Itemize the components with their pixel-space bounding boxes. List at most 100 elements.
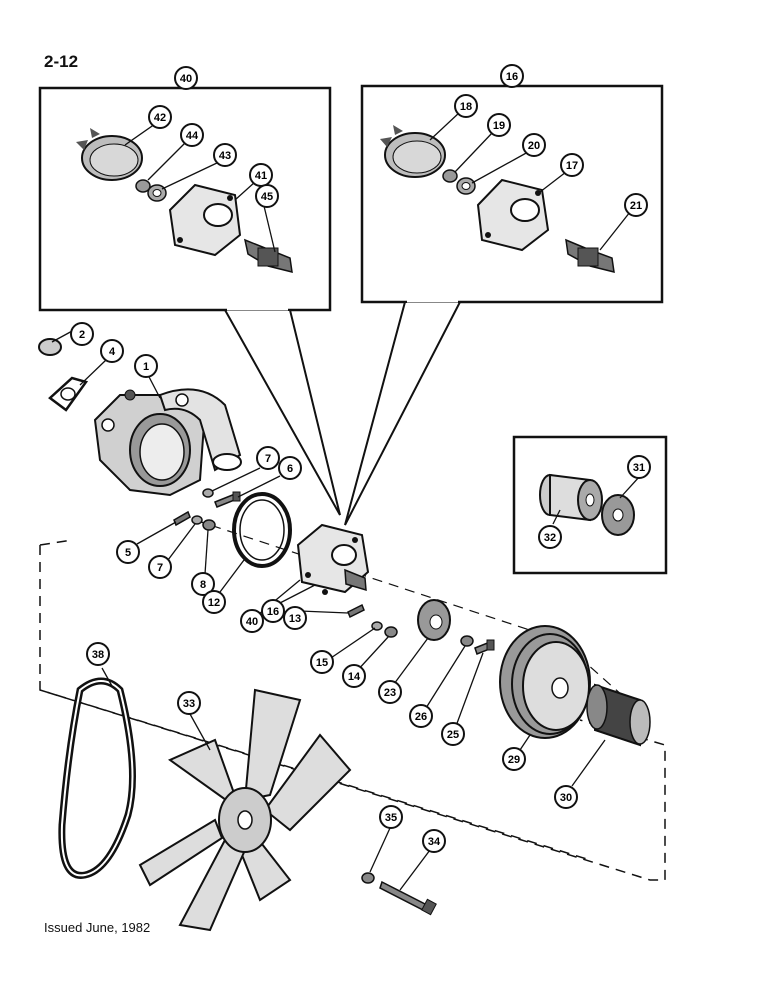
callout-23: 23 [378, 680, 402, 704]
page-number: 2-12 [44, 52, 79, 71]
washer-part-35 [361, 872, 375, 884]
callout-7-upper: 7 [256, 446, 280, 470]
adapter-part-31 [601, 494, 635, 536]
stud-part-13 [347, 603, 365, 619]
callout-15: 15 [310, 650, 334, 674]
svg-text:21: 21 [630, 200, 642, 212]
callout-17: 17 [560, 153, 584, 177]
svg-text:40: 40 [180, 73, 192, 85]
svg-text:26: 26 [415, 711, 427, 723]
seal-part-19 [442, 169, 458, 183]
svg-text:15: 15 [316, 657, 328, 669]
fan-belt-part-38 [58, 677, 136, 879]
svg-text:17: 17 [566, 160, 578, 172]
callout-21: 21 [624, 193, 648, 217]
callout-6: 6 [278, 456, 302, 480]
shaft-part-45 [243, 238, 293, 273]
callout-18: 18 [454, 94, 478, 118]
detail-box-16 [344, 84, 664, 526]
callout-33: 33 [177, 691, 201, 715]
pump-body-part-17 [476, 178, 550, 252]
svg-text:44: 44 [186, 130, 199, 142]
svg-text:40: 40 [246, 616, 258, 628]
callout-19: 19 [487, 113, 511, 137]
svg-text:19: 19 [493, 120, 505, 132]
bolt-part-34 [379, 880, 437, 916]
gasket-part-4 [48, 376, 89, 412]
svg-text:6: 6 [287, 463, 293, 475]
svg-text:7: 7 [157, 562, 163, 574]
callout-leaders [51, 111, 641, 891]
callout-34: 34 [422, 829, 446, 853]
washer-part-26 [460, 635, 474, 647]
svg-text:16: 16 [506, 71, 518, 83]
issued-date-footer: Issued June, 1982 [44, 920, 151, 935]
svg-text:13: 13 [289, 613, 301, 625]
svg-text:12: 12 [208, 597, 220, 609]
svg-text:8: 8 [200, 579, 206, 591]
svg-text:35: 35 [385, 812, 397, 824]
callout-25: 25 [441, 722, 465, 746]
callout-45: 45 [255, 184, 279, 208]
svg-text:20: 20 [528, 140, 540, 152]
bolt-part-25 [474, 639, 495, 655]
callout-44: 44 [180, 123, 204, 147]
callout-13: 13 [283, 606, 307, 630]
plug-part-2 [38, 338, 62, 356]
callout-41: 41 [249, 163, 273, 187]
callout-14: 14 [342, 664, 366, 688]
spacer-part-32 [539, 473, 603, 522]
water-pump-part-40-16 [296, 523, 370, 595]
nut-part-8 [202, 519, 216, 531]
spacer-part-30 [586, 683, 651, 747]
impeller-part-18 [380, 125, 446, 178]
svg-text:32: 32 [544, 532, 556, 544]
svg-text:16: 16 [267, 606, 279, 618]
callout-40-top: 40 [174, 66, 198, 90]
seal-part-44 [135, 179, 151, 193]
svg-text:45: 45 [261, 191, 273, 203]
callout-1: 1 [134, 354, 158, 378]
pump-body-part-41 [168, 183, 242, 257]
assembly-dashed-outline [39, 539, 666, 881]
svg-text:18: 18 [460, 101, 472, 113]
svg-text:38: 38 [92, 649, 104, 661]
seal-part-43 [147, 184, 167, 202]
callout-7-lower: 7 [148, 555, 172, 579]
callout-12: 12 [202, 590, 226, 614]
callout-42: 42 [148, 105, 172, 129]
callout-2: 2 [70, 322, 94, 346]
stud-part-5 [173, 510, 191, 527]
callout-30: 30 [554, 785, 578, 809]
svg-text:30: 30 [560, 792, 572, 804]
svg-text:31: 31 [633, 462, 645, 474]
pulley-part-29 [499, 625, 591, 739]
callout-43: 43 [213, 143, 237, 167]
bolt-part-6 [214, 491, 241, 508]
svg-text:42: 42 [154, 112, 166, 124]
gasket-part-12 [232, 492, 292, 568]
callout-20: 20 [522, 133, 546, 157]
callout-32: 32 [538, 525, 562, 549]
svg-text:34: 34 [428, 836, 441, 848]
callout-16-lower: 16 [261, 599, 285, 623]
svg-text:7: 7 [265, 453, 271, 465]
callout-31: 31 [627, 455, 651, 479]
callout-38: 38 [86, 642, 110, 666]
svg-text:1: 1 [143, 361, 149, 373]
shaft-part-21 [565, 238, 615, 273]
callout-5: 5 [116, 540, 140, 564]
washer-part-7-lower [191, 515, 203, 525]
callout-35: 35 [379, 805, 403, 829]
callout-26: 26 [409, 704, 433, 728]
svg-text:14: 14 [348, 671, 361, 683]
nut-part-14 [384, 626, 398, 638]
svg-text:4: 4 [109, 346, 116, 358]
svg-text:41: 41 [255, 170, 267, 182]
callout-16-top: 16 [500, 64, 524, 88]
fan-part-33 [138, 688, 352, 932]
callout-4: 4 [100, 339, 124, 363]
svg-text:33: 33 [183, 698, 195, 710]
